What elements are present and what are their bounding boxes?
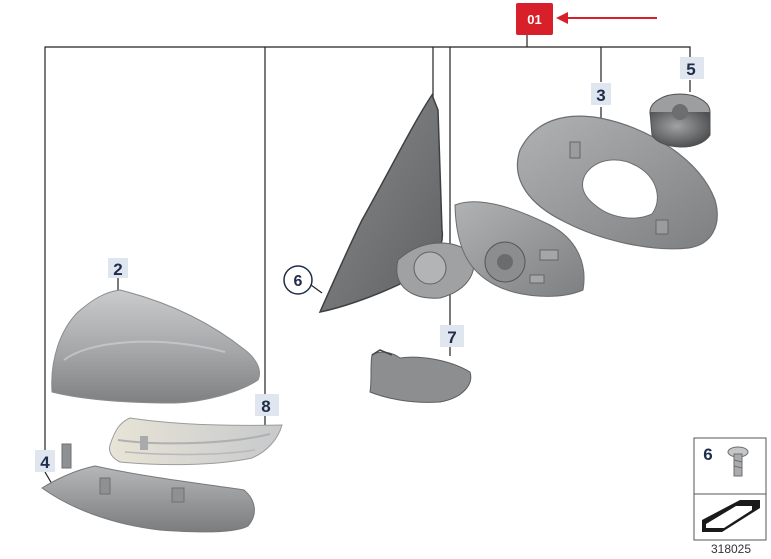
callout-badge <box>516 3 553 35</box>
svg-text:3: 3 <box>596 86 605 105</box>
part-housing-frame <box>516 115 718 250</box>
part-label-8: 8 <box>255 394 279 416</box>
assembly-callout: 01 <box>516 3 657 35</box>
svg-text:7: 7 <box>447 328 456 347</box>
svg-text:8: 8 <box>261 397 270 416</box>
fastener-arrow-icon <box>702 500 760 532</box>
part-label-3: 3 <box>591 83 611 105</box>
svg-text:2: 2 <box>113 260 122 279</box>
callout-label: 01 <box>527 12 541 27</box>
part-lower-trim <box>41 443 255 533</box>
screw-icon <box>727 446 749 477</box>
part-label-2: 2 <box>108 258 128 279</box>
legend-box: 6 <box>693 437 767 541</box>
part-label-4: 4 <box>35 450 55 472</box>
part-mirror-cap <box>51 289 260 404</box>
part-mirror-base <box>318 93 475 314</box>
svg-text:4: 4 <box>40 453 50 472</box>
part-label-5: 5 <box>680 57 704 79</box>
part-label-6: 6 <box>283 265 313 295</box>
part-label-7: 7 <box>440 325 464 347</box>
part-turn-signal <box>109 417 283 466</box>
part-motor <box>649 93 711 148</box>
part-motor-bracket <box>454 201 585 297</box>
part-lower-cover <box>369 349 472 403</box>
svg-text:6: 6 <box>294 273 303 290</box>
legend-part-number: 6 <box>703 445 712 464</box>
diagram-id: 318025 <box>711 542 751 556</box>
callout-arrow-icon <box>556 12 568 24</box>
svg-text:5: 5 <box>686 60 695 79</box>
